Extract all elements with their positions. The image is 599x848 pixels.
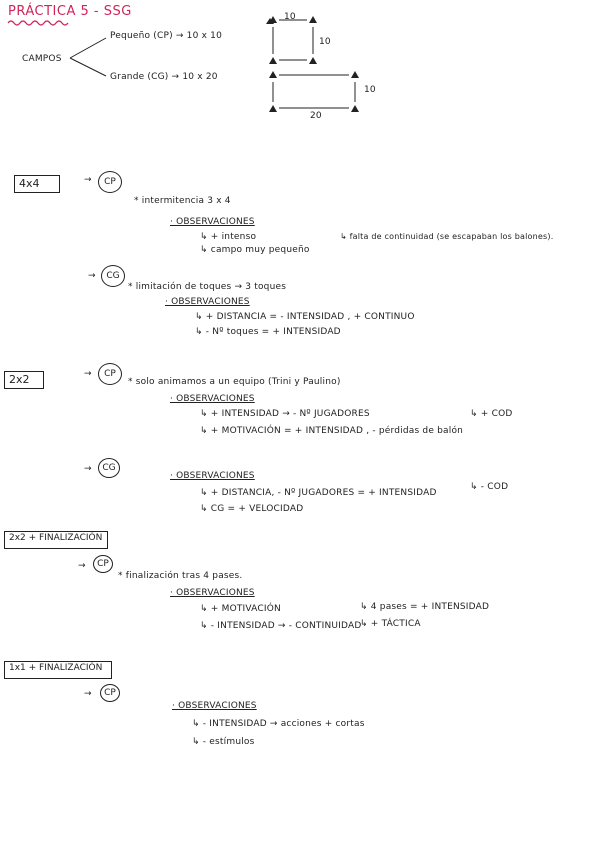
s3-cp-side1: ↳ 4 pases = + INTENSIDAD <box>360 602 490 612</box>
field-diagram <box>266 16 359 112</box>
s2-cg-line1: ↳ + DISTANCIA, - Nº JUGADORES = + INTENS… <box>200 488 437 498</box>
s1-cg-obs: · OBSERVACIONES <box>165 297 250 307</box>
s2-cp-line1: ↳ + INTENSIDAD → - Nº JUGADORES <box>200 409 370 419</box>
arrow-icon: → <box>84 175 92 185</box>
s1-cp-line1: ↳ + intenso <box>200 232 257 242</box>
arrow-icon: → <box>84 464 92 474</box>
title-underline-squiggle <box>7 20 69 26</box>
s1-cp-side: ↳ falta de continuidad (se escapaban los… <box>340 232 554 241</box>
s2-cp-line2: ↳ + MOTIVACIÓN = + INTENSIDAD , - pérdid… <box>200 426 464 436</box>
s3-cp-note: * finalización tras 4 pases. <box>118 571 243 581</box>
section-1x1-fin-label: 1x1 + FINALIZACIÓN <box>9 663 103 673</box>
large-field-bottom-dim: 20 <box>310 111 322 121</box>
large-field-side-dim: 10 <box>364 85 376 95</box>
s1-cg-line1: ↳ + DISTANCIA = - INTENSIDAD , + CONTINU… <box>195 312 415 322</box>
arrow-icon: → <box>78 561 86 571</box>
cp-circle: CP <box>93 555 113 573</box>
field-small-text: Pequeño (CP) → 10 x 10 <box>110 31 223 41</box>
field-large-text: Grande (CG) → 10 x 20 <box>110 72 218 82</box>
arrow-icon: → <box>88 271 96 281</box>
section-2x2-box: 2x2 <box>4 371 44 389</box>
s2-cg-obs: · OBSERVACIONES <box>170 471 255 481</box>
s4-cp-obs: · OBSERVACIONES <box>172 701 257 711</box>
s2-cg-side: ↳ - COD <box>470 482 509 492</box>
cp-circle: CP <box>100 684 120 702</box>
s1-cp-obs: · OBSERVACIONES <box>170 217 255 227</box>
s2-cp-side: ↳ + COD <box>470 409 513 419</box>
campos-label: CAMPOS <box>22 54 62 64</box>
small-field-top-dim: 10 <box>284 12 296 22</box>
s2-cg-line2: ↳ CG = + VELOCIDAD <box>200 504 304 514</box>
section-1x1-fin-box: 1x1 + FINALIZACIÓN <box>4 661 112 679</box>
section-4x4-box: 4x4 <box>14 175 60 193</box>
s2-cp-note: * solo animamos a un equipo (Trini y Pau… <box>128 377 341 387</box>
section-2x2-label: 2x2 <box>9 373 30 386</box>
section-2x2-fin-label: 2x2 + FINALIZACIÓN <box>9 533 103 543</box>
s1-cp-note: * intermitencia 3 x 4 <box>134 196 231 206</box>
s1-cp-line2: ↳ campo muy pequeño <box>200 245 310 255</box>
s3-cp-line2: ↳ - INTENSIDAD → - CONTINUIDAD <box>200 621 362 631</box>
s3-cp-line1: ↳ + MOTIVACIÓN <box>200 604 281 614</box>
section-2x2-fin-box: 2x2 + FINALIZACIÓN <box>4 531 108 549</box>
s4-cp-line1: ↳ - INTENSIDAD → acciones + cortas <box>192 719 365 729</box>
arrow-icon: → <box>84 689 92 699</box>
s2-cp-obs: · OBSERVACIONES <box>170 394 255 404</box>
s3-cp-side2: ↳ + TÁCTICA <box>360 619 421 629</box>
cp-circle: CP <box>98 171 122 193</box>
arrow-icon: → <box>84 369 92 379</box>
cg-circle: CG <box>98 458 120 478</box>
cg-circle: CG <box>101 265 125 287</box>
s4-cp-line2: ↳ - estímulos <box>192 737 255 747</box>
s1-cg-line2: ↳ - Nº toques = + INTENSIDAD <box>195 327 341 337</box>
cp-circle: CP <box>98 363 122 385</box>
s1-cg-note: * limitación de toques → 3 toques <box>128 282 287 292</box>
section-4x4-label: 4x4 <box>19 177 40 190</box>
page-title: PRÁCTICA 5 - SSG <box>8 4 132 19</box>
branch-lines <box>69 37 107 77</box>
s3-cp-obs: · OBSERVACIONES <box>170 588 255 598</box>
small-field-side-dim: 10 <box>319 37 331 47</box>
